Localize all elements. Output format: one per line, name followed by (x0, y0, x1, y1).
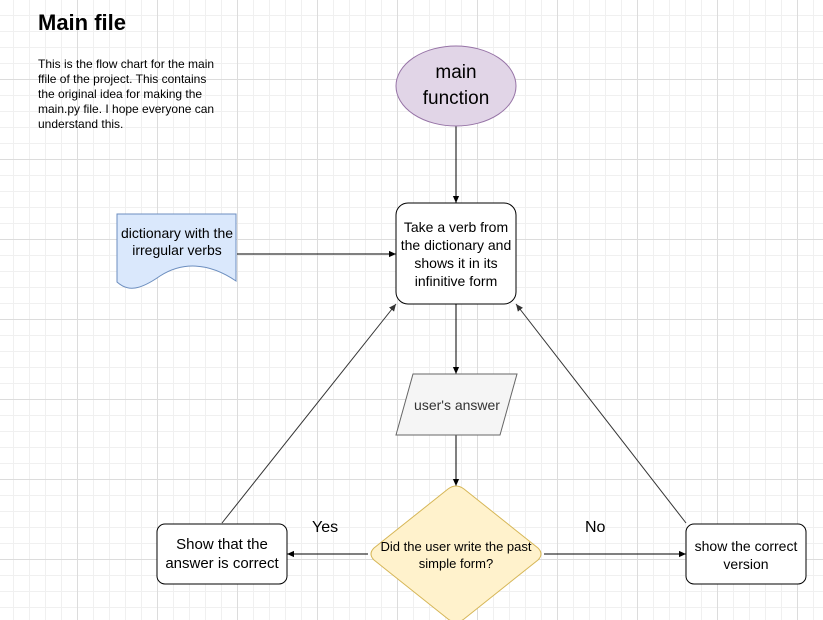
edge-show-version-to-take-verb[interactable] (515, 303, 687, 524)
show-version-label: show the correct version (694, 538, 798, 572)
yes-label: Yes (312, 519, 339, 536)
no-label: No (585, 519, 606, 536)
diagram-title: Main file (38, 10, 127, 35)
decision-label: Did the user write the past simple form? (380, 539, 532, 571)
io-parallelogram[interactable] (395, 373, 518, 436)
document-shape[interactable] (116, 213, 237, 289)
process-box[interactable] (395, 202, 517, 305)
io-label: user's answer (414, 396, 500, 413)
document-label: dictionary with the irregular verbs (120, 225, 234, 258)
decision-diamond[interactable] (370, 485, 542, 620)
process-label: Take a verb from the dictionary and show… (400, 218, 512, 289)
correct-label: Show that the answer is correct (165, 536, 279, 572)
start-label: main function (422, 62, 490, 109)
diagram-description: This is the flow chart for the main ffil… (38, 57, 215, 131)
start-ellipse[interactable] (395, 45, 517, 127)
correct-box[interactable] (156, 523, 288, 585)
show-version-box[interactable] (685, 523, 807, 585)
edge-correct-to-take-verb[interactable] (221, 303, 397, 524)
